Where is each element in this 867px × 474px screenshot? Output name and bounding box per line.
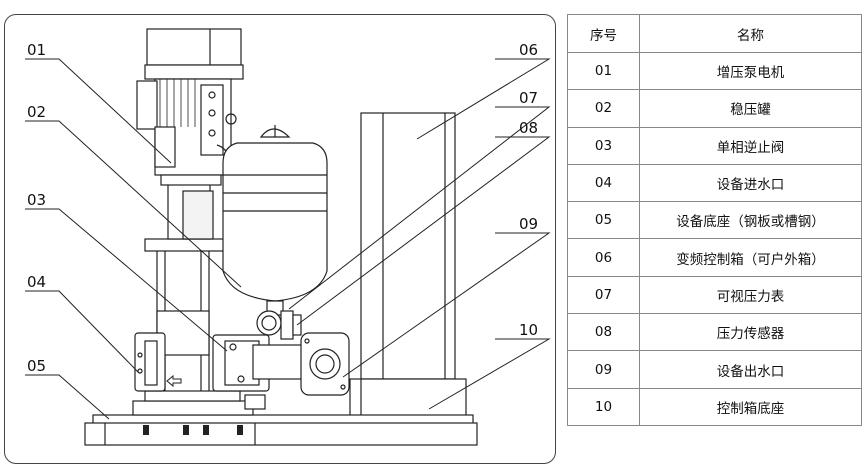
row-index: 01	[567, 51, 640, 91]
leader-lines	[25, 58, 551, 420]
row-name: 压力传感器	[639, 313, 862, 352]
inlet-flange	[134, 332, 166, 392]
callout-06: 06	[519, 41, 538, 59]
outlet-pipe	[244, 332, 350, 410]
row-name: 设备底座（钢板或槽钢）	[639, 201, 862, 240]
callout-08: 08	[519, 119, 538, 137]
equipment-base	[84, 390, 478, 446]
callout-04: 04	[27, 273, 46, 291]
row-index: 09	[567, 350, 640, 389]
callout-03: 03	[27, 191, 46, 209]
row-index: 07	[567, 275, 640, 315]
callout-07: 07	[519, 89, 538, 107]
header-index: 序号	[567, 14, 640, 53]
row-name: 单相逆止阀	[639, 126, 862, 165]
pressure-tank	[222, 125, 328, 316]
row-name: 可视压力表	[639, 275, 862, 315]
row-index: 08	[567, 313, 640, 352]
row-index: 04	[567, 163, 640, 203]
row-name: 设备出水口	[639, 350, 862, 389]
row-index: 02	[567, 89, 640, 128]
row-index: 06	[567, 238, 640, 277]
row-name: 变频控制箱（可户外箱）	[639, 238, 862, 277]
callout-02: 02	[27, 103, 46, 121]
row-index: 03	[567, 126, 640, 165]
row-name: 控制箱底座	[639, 387, 862, 426]
callout-09: 09	[519, 215, 538, 233]
header-name: 名称	[639, 14, 862, 53]
equipment-diagram-panel: 01 02 03 04 05 06 07 08 09 10	[4, 14, 556, 464]
row-index: 10	[567, 387, 640, 426]
pump-motor	[136, 28, 244, 186]
callout-05: 05	[27, 357, 46, 375]
control-cabinet	[349, 112, 467, 426]
callout-01: 01	[27, 41, 46, 59]
callout-labels: 01 02 03 04 05 06 07 08 09 10	[27, 41, 538, 375]
row-index: 05	[567, 201, 640, 240]
row-name: 增压泵电机	[639, 51, 862, 91]
callout-10: 10	[519, 321, 538, 339]
table-header-row: 序号 名称	[567, 14, 862, 53]
equipment-diagram: 01 02 03 04 05 06 07 08 09 10	[25, 28, 551, 446]
row-name: 稳压罐	[639, 89, 862, 128]
pump-column	[144, 180, 226, 391]
row-name: 设备进水口	[639, 163, 862, 203]
